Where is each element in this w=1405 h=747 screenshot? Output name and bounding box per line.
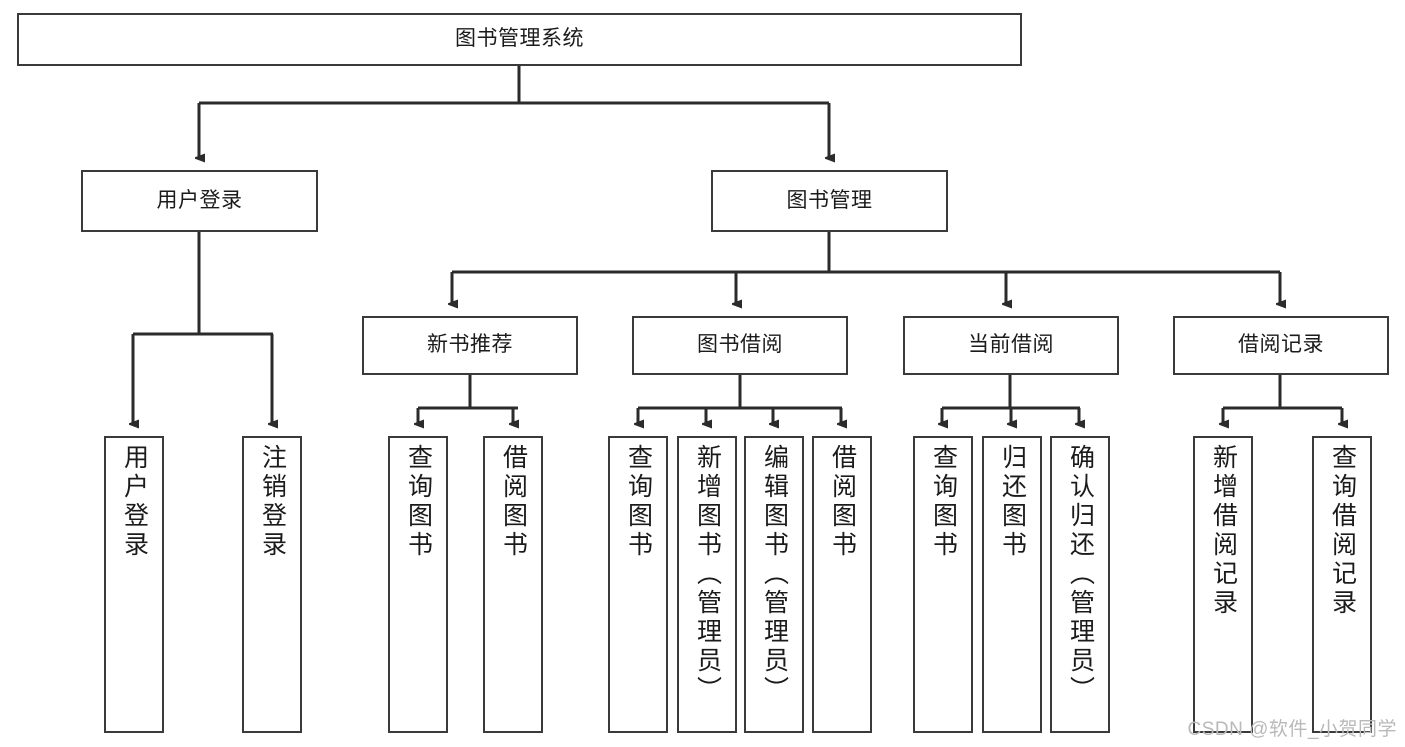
node-label: 图书管理: [786, 188, 873, 212]
leaf-logout[interactable]: 注销登录: [242, 436, 302, 733]
leaf-edit-book-admin[interactable]: 编辑图书（管理员）: [744, 436, 804, 733]
leaf-confirm-return-admin[interactable]: 确认归还（管理员）: [1050, 436, 1110, 733]
node-label: 查询图书: [929, 444, 958, 560]
watermark: CSDN @软件_小贺同学: [1187, 719, 1397, 740]
node-label: 借阅记录: [1238, 333, 1324, 357]
node-label: 借阅图书: [499, 444, 528, 560]
leaf-add-borrow-record[interactable]: 新增借阅记录: [1193, 436, 1253, 733]
node-label: 编辑图书（管理员）: [760, 444, 789, 705]
node-book-management[interactable]: 图书管理: [711, 170, 948, 232]
node-borrow-record[interactable]: 借阅记录: [1173, 316, 1389, 375]
leaf-borrow-book-recommend[interactable]: 借阅图书: [483, 436, 543, 733]
leaf-query-book-recommend[interactable]: 查询图书: [388, 436, 448, 733]
node-book-borrow[interactable]: 图书借阅: [632, 316, 848, 375]
node-label: 新增图书（管理员）: [693, 444, 722, 705]
node-label: 当前借阅: [968, 333, 1054, 357]
leaf-query-book-borrow[interactable]: 查询图书: [608, 436, 668, 733]
node-label: 用户登录: [156, 188, 243, 212]
node-label: 确认归还（管理员）: [1066, 444, 1095, 705]
node-label: 查询图书: [404, 444, 433, 560]
node-label: 注销登录: [258, 444, 287, 560]
leaf-return-book[interactable]: 归还图书: [982, 436, 1042, 733]
node-label: 查询借阅记录: [1328, 444, 1357, 618]
leaf-query-borrow-record[interactable]: 查询借阅记录: [1312, 436, 1372, 733]
node-new-book-recommendation[interactable]: 新书推荐: [362, 316, 578, 375]
node-label: 图书管理系统: [455, 27, 584, 51]
node-label: 用户登录: [120, 444, 149, 560]
leaf-user-login[interactable]: 用户登录: [104, 436, 164, 733]
node-label: 新书推荐: [427, 333, 513, 357]
node-current-borrow[interactable]: 当前借阅: [903, 316, 1119, 375]
leaf-query-book-current[interactable]: 查询图书: [913, 436, 973, 733]
node-root-book-management-system[interactable]: 图书管理系统: [17, 13, 1022, 66]
node-label: 新增借阅记录: [1209, 444, 1238, 618]
node-label: 归还图书: [998, 444, 1027, 560]
node-user-login[interactable]: 用户登录: [81, 170, 318, 232]
node-label: 查询图书: [624, 444, 653, 560]
node-label: 借阅图书: [828, 444, 857, 560]
leaf-add-book-admin[interactable]: 新增图书（管理员）: [677, 436, 737, 733]
leaf-borrow-book[interactable]: 借阅图书: [812, 436, 872, 733]
node-label: 图书借阅: [697, 333, 783, 357]
